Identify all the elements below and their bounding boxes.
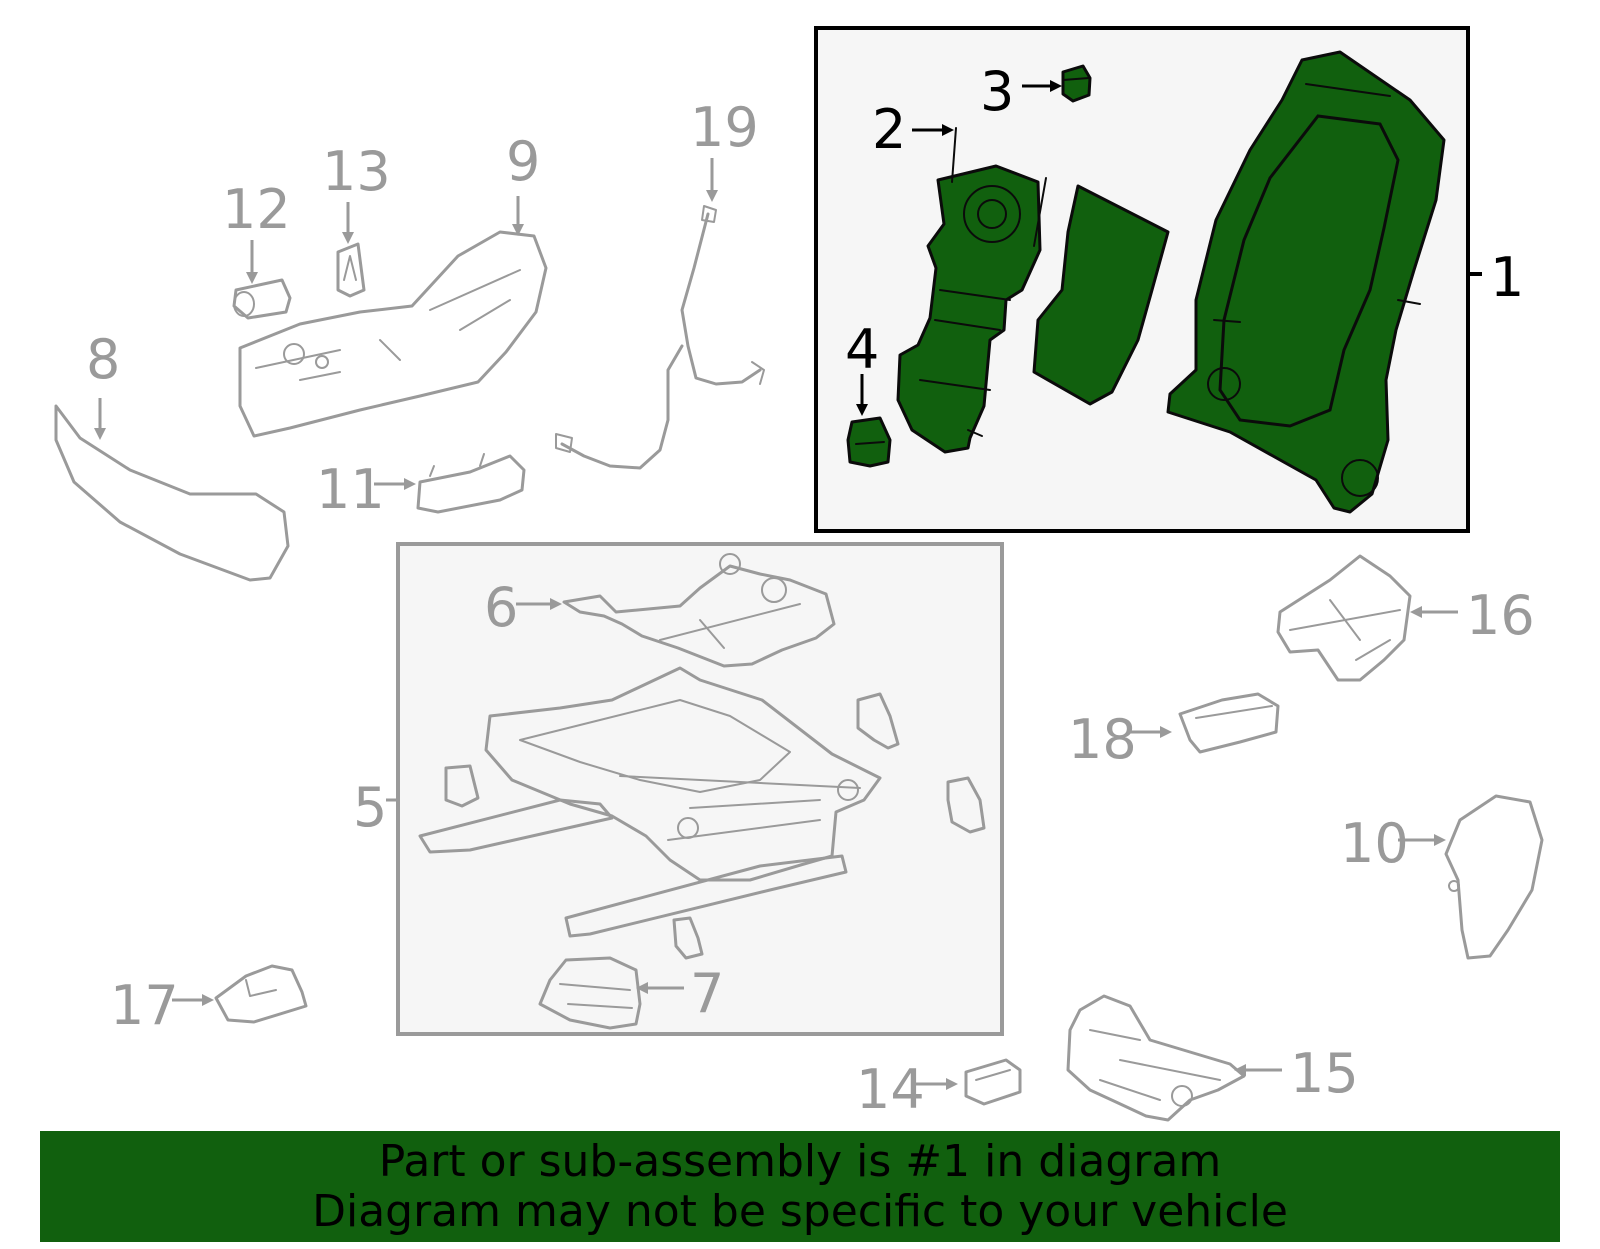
part-19-cable xyxy=(555,205,765,470)
part-1-pad xyxy=(1032,184,1170,406)
callout-3: 3 xyxy=(980,60,1014,123)
part-7-cover xyxy=(538,956,642,1030)
part-6-link xyxy=(562,553,836,668)
part-18-bracket xyxy=(1178,692,1280,754)
callout-16: 16 xyxy=(1466,584,1535,647)
callout-8: 8 xyxy=(86,328,120,391)
part-5-bracket-b xyxy=(444,764,480,808)
part-9-shield xyxy=(238,230,548,438)
callout-1: 1 xyxy=(1490,246,1524,309)
callout-6: 6 xyxy=(484,576,518,639)
part-5-bracket-c xyxy=(946,776,986,834)
part-8-side-cover xyxy=(54,404,290,582)
callout-7: 7 xyxy=(690,962,724,1025)
part-5-bracket-d xyxy=(672,916,704,960)
part-13-cap xyxy=(336,242,366,298)
callout-19: 19 xyxy=(690,96,759,159)
callout-2: 2 xyxy=(872,98,906,161)
part-17-cover xyxy=(214,964,308,1024)
assembly-5-box xyxy=(396,542,1004,1036)
callout-18: 18 xyxy=(1068,708,1137,771)
part-5-bracket-a xyxy=(856,692,900,750)
part-1-seatback-frame xyxy=(1166,50,1446,514)
part-11-module xyxy=(416,453,526,514)
callout-10: 10 xyxy=(1340,812,1409,875)
callout-5: 5 xyxy=(353,776,387,839)
part-4-clip xyxy=(846,416,892,468)
callout-9: 9 xyxy=(506,130,540,193)
callout-13: 13 xyxy=(322,140,391,203)
part-5-seat-frame xyxy=(418,666,882,938)
callout-4: 4 xyxy=(845,318,879,381)
part-14-block xyxy=(964,1058,1022,1106)
part-3-cap xyxy=(1061,64,1092,103)
banner-line-2: Diagram may not be specific to your vehi… xyxy=(312,1186,1288,1237)
callout-15: 15 xyxy=(1290,1042,1359,1105)
part-2-bracket xyxy=(896,127,1047,454)
callout-11: 11 xyxy=(316,458,385,521)
callout-14: 14 xyxy=(856,1058,925,1121)
part-12-knob xyxy=(232,278,292,320)
callout-17: 17 xyxy=(110,974,179,1037)
part-15-hinge xyxy=(1066,994,1246,1122)
info-banner: Part or sub-assembly is #1 in diagram Di… xyxy=(40,1131,1560,1242)
part-16-hinge xyxy=(1276,554,1412,682)
part-10-trim xyxy=(1444,794,1544,960)
banner-line-1: Part or sub-assembly is #1 in diagram xyxy=(378,1136,1222,1187)
callout-12: 12 xyxy=(222,178,291,241)
